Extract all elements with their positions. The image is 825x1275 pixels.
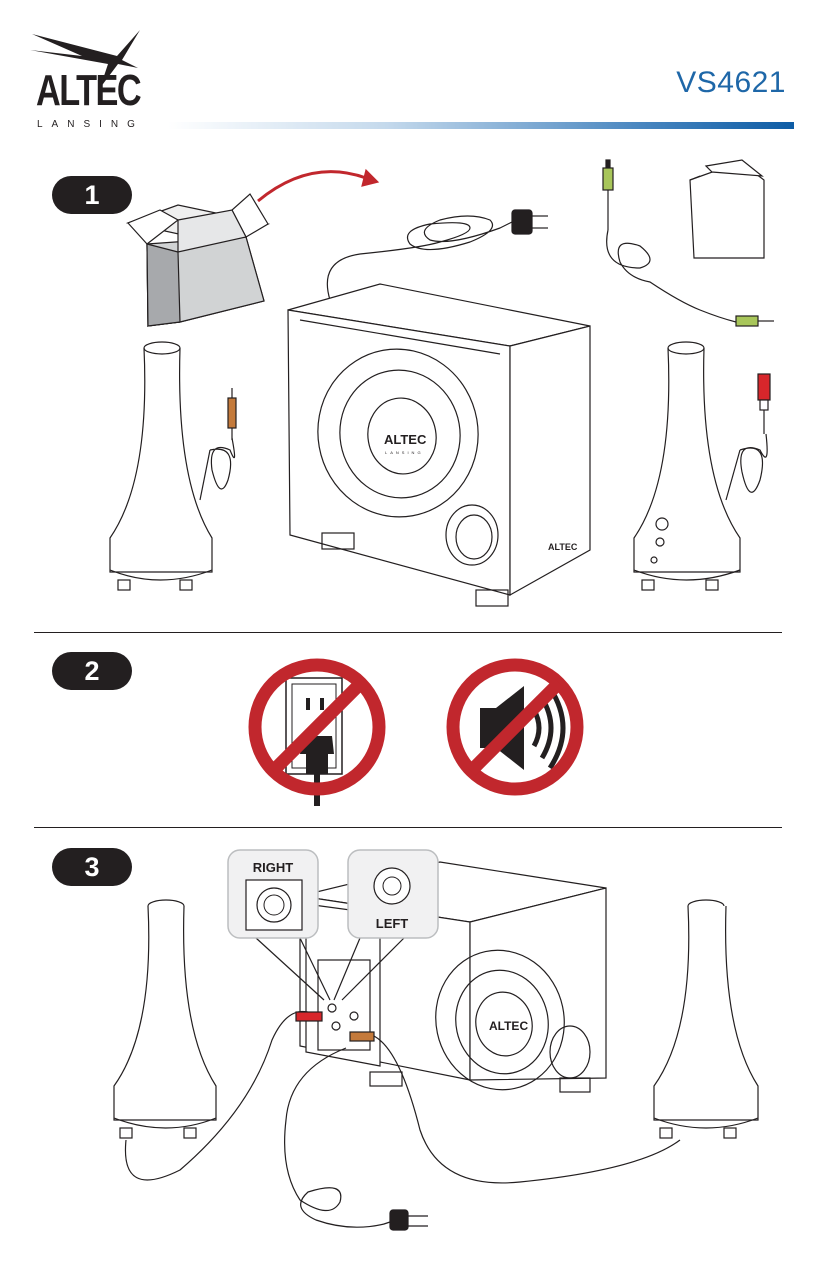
logo-swoosh-icon (30, 30, 140, 88)
section-divider-1 (34, 632, 782, 633)
right-jack-callout: RIGHT (227, 849, 319, 939)
right-satellite-speaker-icon (633, 341, 771, 591)
step-3-connection-illustration: ALTEC (113, 849, 759, 1231)
logo-wordmark: ALTEC (36, 66, 142, 115)
right-jack-label: RIGHT (253, 860, 294, 875)
svg-text:LANSING: LANSING (385, 450, 424, 455)
audio-cable-icon (602, 159, 774, 327)
svg-text:ALTEC: ALTEC (384, 432, 427, 447)
step-1-unpack-illustration: ALTEC LANSING ALTEC (109, 159, 774, 607)
right-speaker-cable (373, 1035, 681, 1184)
left-satellite-speaker-icon (109, 341, 237, 591)
altec-lansing-logo (30, 30, 140, 88)
svg-text:ALTEC: ALTEC (548, 542, 578, 552)
left-jack-label: LEFT (376, 916, 409, 931)
power-cord-icon (326, 209, 548, 301)
left-jack-callout: LEFT (347, 849, 439, 939)
step-2-warnings (248, 658, 584, 806)
user-manual-icon (689, 159, 765, 259)
left-satellite-speaker-icon (113, 899, 217, 1139)
unpack-arrow-icon (257, 170, 367, 203)
section-divider-2 (34, 827, 782, 828)
left-speaker-cable (124, 1010, 319, 1181)
subwoofer-rear-icon: ALTEC (299, 861, 607, 1093)
subwoofer-icon: ALTEC LANSING ALTEC (287, 283, 591, 607)
svg-text:ALTEC: ALTEC (489, 1019, 528, 1033)
model-number: VS4621 (676, 66, 786, 99)
shipping-box-icon (125, 193, 271, 327)
step-1-badge: 1 (52, 176, 132, 214)
sub-power-cord (284, 1047, 391, 1228)
no-plug-in-icon (248, 658, 386, 806)
logo-subtext: LANSING (37, 119, 144, 130)
step-3-badge: 3 (52, 848, 132, 886)
no-sound-icon (446, 658, 584, 796)
header-gradient-bar (168, 122, 794, 129)
step-2-badge: 2 (52, 652, 132, 690)
right-satellite-speaker-icon (653, 899, 759, 1139)
